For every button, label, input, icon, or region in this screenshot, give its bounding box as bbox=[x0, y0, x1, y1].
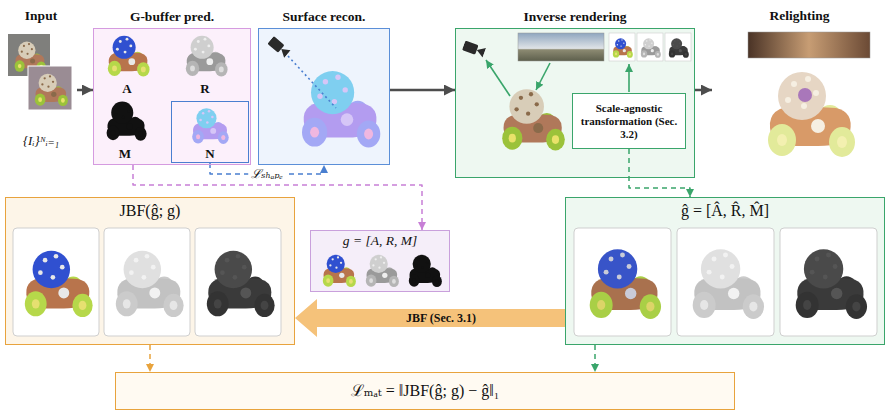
box-fill bbox=[93, 28, 251, 165]
metallic-map bbox=[796, 249, 867, 319]
box-fill bbox=[565, 197, 885, 345]
view-ray bbox=[486, 60, 510, 96]
label-anchor: R bbox=[200, 81, 209, 96]
albedo-map bbox=[323, 255, 356, 287]
toy-render bbox=[502, 89, 565, 150]
gbuffer-images bbox=[107, 36, 229, 144]
column-heading: Inverse rendering bbox=[456, 8, 694, 26]
jbf-box: JBF(ĝ; g) bbox=[5, 197, 295, 345]
inverse-illustration bbox=[462, 33, 691, 150]
channel-letter: R bbox=[200, 81, 209, 96]
box-title: JBF(ĝ; g) bbox=[6, 198, 294, 221]
edge-label-anchor: JBF (Sec. 3.1) bbox=[403, 311, 479, 325]
label-anchor: A bbox=[122, 81, 131, 96]
box-fill bbox=[455, 28, 695, 178]
relit-toy bbox=[768, 72, 855, 157]
image-tile bbox=[195, 228, 281, 336]
input-group: Input{Iᵢ}ᴺᵢ₌₁ bbox=[5, 28, 77, 150]
box-title: g = [A, R, M] bbox=[311, 231, 449, 249]
metallic-map bbox=[107, 102, 147, 141]
column-heading: Surface recon. bbox=[259, 8, 389, 26]
normal-box: N bbox=[171, 101, 249, 163]
box-fill bbox=[572, 93, 686, 149]
estimate-box: ĝ = [Â, R̂, M̂] bbox=[565, 197, 885, 345]
jbf-band-arrow bbox=[295, 299, 565, 337]
dashed-arrow bbox=[149, 345, 151, 372]
relight-illustration bbox=[748, 32, 870, 157]
formula: {Iᵢ}ᴺᵢ₌₁ bbox=[5, 133, 77, 150]
light-ray bbox=[536, 63, 550, 90]
loss-formula: ℒₘₐₜ = ‖JBF(ĝ; g) − ĝ‖₁ bbox=[116, 381, 734, 401]
albedo-map bbox=[590, 249, 661, 319]
edge-label-anchor: ℒₛₕₐₚₑ bbox=[248, 167, 286, 182]
connectors bbox=[77, 90, 712, 372]
normal-map bbox=[192, 108, 229, 144]
roughness-map bbox=[693, 249, 764, 319]
ghat-tiles bbox=[574, 228, 877, 336]
environment-map bbox=[748, 32, 870, 58]
box-text: Scale-agnostic transformation (Sec. 3.2) bbox=[578, 102, 680, 141]
flow-arrow bbox=[695, 89, 712, 92]
channel-letter: N bbox=[172, 146, 248, 162]
image-tile bbox=[665, 33, 691, 61]
normal-mesh bbox=[302, 71, 380, 148]
box-fill bbox=[115, 372, 735, 410]
highlight-spot bbox=[798, 88, 812, 102]
image-tile bbox=[677, 228, 774, 336]
transform-arrow bbox=[628, 64, 630, 92]
dashed-arrow bbox=[594, 345, 596, 372]
image-tile bbox=[637, 33, 663, 61]
input-images bbox=[8, 34, 72, 110]
albedo-map bbox=[25, 251, 93, 317]
roughness-map bbox=[366, 255, 399, 287]
dashed-arrow bbox=[629, 149, 690, 197]
gbuffer-box: G-buffer pred.N bbox=[93, 28, 251, 165]
camera-icon bbox=[462, 41, 486, 58]
metallic-map bbox=[669, 38, 689, 58]
edge-label: ℒₛₕₐₚₑ bbox=[248, 167, 286, 182]
metallic-map bbox=[207, 251, 275, 317]
box-fills bbox=[5, 28, 885, 410]
transform-box: Scale-agnostic transformation (Sec. 3.2) bbox=[572, 93, 686, 149]
image-tile bbox=[104, 228, 190, 336]
channel-letter: M bbox=[119, 146, 131, 161]
channel-letter: A bbox=[122, 81, 131, 96]
column-heading: G-buffer pred. bbox=[94, 8, 250, 26]
jbf-tiles bbox=[13, 228, 281, 336]
g-tiles bbox=[323, 255, 442, 287]
image-tile bbox=[13, 228, 99, 336]
surface-box: Surface recon. bbox=[258, 28, 390, 165]
image-tile bbox=[780, 228, 877, 336]
metallic-map bbox=[409, 255, 442, 287]
albedo-map bbox=[108, 36, 150, 77]
flow-arrow bbox=[390, 89, 455, 92]
loss-box: ℒₘₐₜ = ‖JBF(ĝ; g) − ĝ‖₁ bbox=[115, 372, 735, 410]
roughness-map bbox=[116, 251, 184, 317]
box-fill bbox=[5, 197, 295, 345]
column-heading: Relighting bbox=[712, 7, 887, 25]
column-heading: Input bbox=[5, 7, 77, 25]
relight-group: Relighting bbox=[712, 28, 887, 168]
camera-icon bbox=[267, 36, 290, 58]
surface-illustration bbox=[267, 36, 380, 147]
roughness-map bbox=[641, 38, 661, 58]
toy-photo bbox=[35, 74, 68, 106]
label-anchor: M bbox=[119, 146, 131, 161]
image-tile bbox=[574, 228, 671, 336]
roughness-map bbox=[186, 36, 228, 77]
camera-ray bbox=[288, 56, 336, 108]
gbuffer-vector-box: g = [A, R, M] bbox=[310, 230, 450, 292]
box-title: ĝ = [Â, R̂, M̂] bbox=[566, 198, 884, 221]
box-fill bbox=[258, 28, 390, 165]
box-fill bbox=[310, 230, 450, 292]
input-photo bbox=[28, 66, 72, 110]
image-tile bbox=[609, 33, 635, 61]
edge-label: JBF (Sec. 3.1) bbox=[403, 311, 479, 325]
inverse-box: Inverse renderingScale-agnostic transfor… bbox=[455, 28, 695, 178]
environment-map bbox=[518, 33, 604, 61]
flow-arrow bbox=[77, 89, 93, 92]
albedo-map bbox=[613, 38, 633, 58]
